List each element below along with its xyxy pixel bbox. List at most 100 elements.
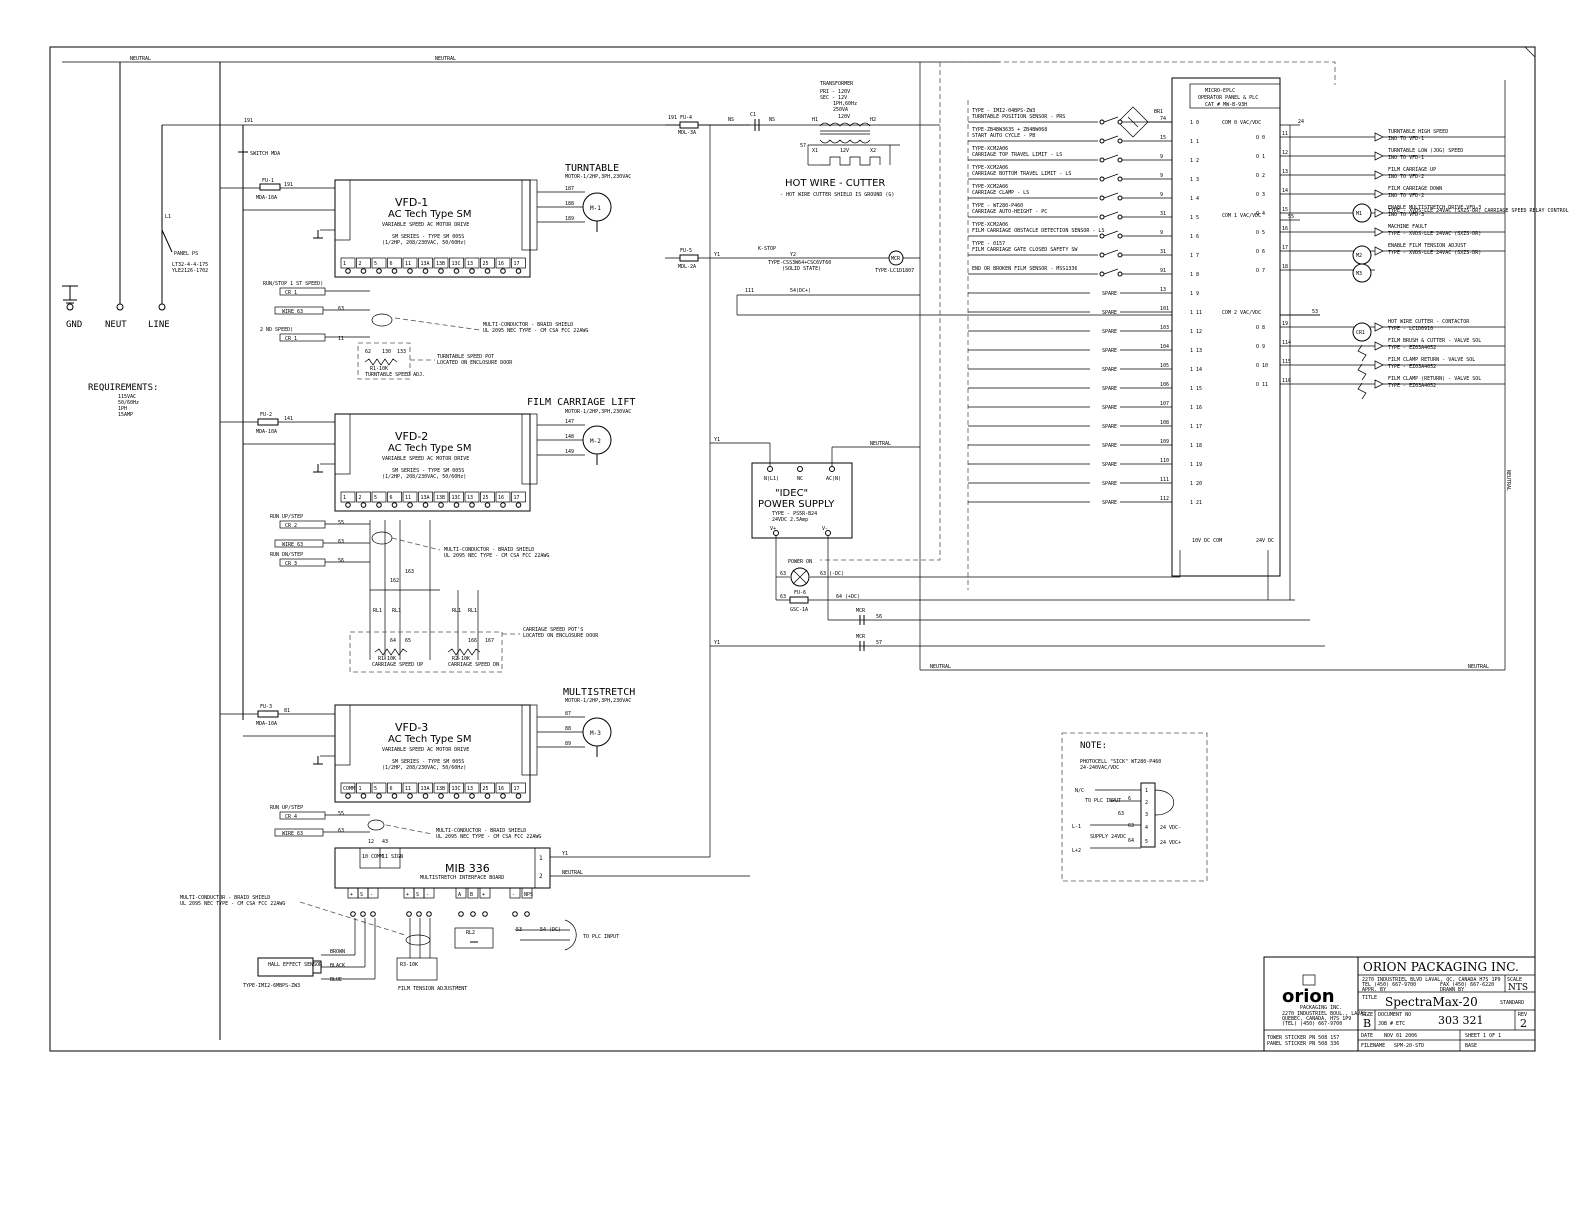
output-device-desc: MACHINE FAULT bbox=[1388, 224, 1427, 230]
terminal-screw bbox=[391, 793, 398, 799]
svg-text:63: 63 bbox=[780, 594, 786, 600]
svg-text:147: 147 bbox=[565, 419, 574, 425]
terminal-label: 1 bbox=[359, 786, 362, 792]
terminal-label: 25 bbox=[483, 495, 489, 501]
terminal-label: 13C bbox=[452, 786, 461, 792]
svg-text:PHOTOCELL "SICK" WT280-P460: PHOTOCELL "SICK" WT280-P460 bbox=[1080, 759, 1161, 765]
switch-contact-icon bbox=[1099, 119, 1105, 125]
svg-text:166: 166 bbox=[468, 638, 477, 644]
switch-arm-icon bbox=[1103, 268, 1119, 275]
svg-text:NEUTRAL: NEUTRAL bbox=[562, 870, 583, 876]
terminal-cell bbox=[433, 782, 449, 794]
input-wire-number: 110 bbox=[1160, 458, 1169, 464]
svg-text:FILM TENSION ADJUSTMENT: FILM TENSION ADJUSTMENT bbox=[398, 986, 467, 992]
mib-terminal-label: - bbox=[426, 892, 429, 898]
input-wire-number: 9 bbox=[1160, 192, 1163, 198]
svg-text:63: 63 bbox=[1118, 811, 1124, 817]
svg-text:R1-10K: R1-10K bbox=[378, 656, 396, 662]
output-device-desc: ENABLE MULTISTRETCH DRIVE VFD-3 bbox=[1388, 205, 1481, 211]
svg-text:MCR: MCR bbox=[891, 256, 901, 262]
plc-input-number: 1 7 bbox=[1190, 253, 1199, 259]
output-wire-number: 13 bbox=[1282, 169, 1288, 175]
output-wire-number: 116 bbox=[1282, 378, 1291, 384]
terminal-screw bbox=[469, 502, 475, 508]
svg-text:133: 133 bbox=[397, 349, 406, 355]
terminal-screw bbox=[469, 268, 475, 274]
svg-text:M-2: M-2 bbox=[590, 438, 601, 445]
svg-text:NOV 01 2006: NOV 01 2006 bbox=[1384, 1033, 1417, 1039]
output-coil-icon bbox=[1352, 203, 1372, 223]
svg-text:(1/2HP, 208/230VAC, 50/60Hz): (1/2HP, 208/230VAC, 50/60Hz) bbox=[382, 765, 466, 771]
plc-output-number: O 3 bbox=[1256, 192, 1265, 198]
output-coil-label: CR1 bbox=[1356, 330, 1365, 336]
svg-text:WIRE 63: WIRE 63 bbox=[282, 831, 303, 837]
mib-terminal-cell bbox=[423, 887, 435, 899]
plc-input-number: 1 6 bbox=[1190, 234, 1199, 240]
terminal-screw bbox=[345, 268, 351, 274]
plc-output-number: O 6 bbox=[1256, 249, 1265, 255]
terminal-screw bbox=[469, 793, 475, 799]
vfd1-section-title: TURNTABLE bbox=[565, 163, 619, 174]
svg-text:TYPE-IMI2-6MBPS-ZW3: TYPE-IMI2-6MBPS-ZW3 bbox=[243, 983, 300, 989]
terminal-label: 13B bbox=[436, 495, 445, 501]
svg-text:2 ND SPEED): 2 ND SPEED) bbox=[260, 327, 293, 333]
terminal-screw bbox=[376, 502, 382, 508]
spare-input-label: SPARE bbox=[1102, 443, 1117, 449]
main-power-section: SWITCH MDA 191 NEUTRAL NEUTRAL L1 PANEL … bbox=[62, 56, 1000, 1040]
svg-text:MDA-10A: MDA-10A bbox=[256, 195, 277, 201]
terminal-cell bbox=[356, 491, 371, 503]
svg-text:24-240VAC/VDC: 24-240VAC/VDC bbox=[1080, 765, 1119, 771]
input-wire-number: 91 bbox=[1160, 268, 1166, 274]
svg-text:UL 2095 NEC TYPE - CM CSA FCC: UL 2095 NEC TYPE - CM CSA FCC 22AWG bbox=[483, 328, 588, 334]
terminal-cell bbox=[511, 782, 526, 794]
terminal-label: 13A bbox=[421, 786, 430, 792]
switch-contact-icon bbox=[1117, 233, 1123, 239]
svg-text:CAT # MW-B-93H: CAT # MW-B-93H bbox=[1205, 102, 1247, 108]
terminal-cell bbox=[495, 782, 511, 794]
output-device-desc: HOT WIRE CUTTER - CONTACTOR bbox=[1388, 319, 1470, 325]
switch-contact-icon bbox=[1117, 271, 1123, 277]
svg-text:(SOLID STATE): (SOLID STATE) bbox=[782, 266, 821, 272]
transformer-icon bbox=[819, 122, 871, 144]
svg-text:TO PLC INPUT: TO PLC INPUT bbox=[583, 934, 619, 940]
output-device-type: INO TO VFD-2 bbox=[1388, 174, 1424, 180]
mib-336-block: 10 COMM 11 SIGN 12 43 MIB 336 MULTISTRET… bbox=[180, 839, 750, 992]
switch-arm-icon bbox=[1103, 135, 1119, 142]
svg-text:SUPPLY 24VDC: SUPPLY 24VDC bbox=[1090, 834, 1126, 840]
input-wire-number: 31 bbox=[1160, 249, 1166, 255]
input-wire-number: 105 bbox=[1160, 363, 1169, 369]
input-wire-number: 74 bbox=[1160, 116, 1166, 122]
mib-terminal-screw bbox=[350, 911, 356, 917]
input-device-desc: FILM CARRIAGE OBSTACLE DETECTION SENSOR … bbox=[972, 228, 1104, 234]
mib-terminal-cell bbox=[367, 887, 379, 899]
svg-text:63: 63 bbox=[1128, 823, 1134, 829]
svg-text:SM SERIES - TYPE SM 005S: SM SERIES - TYPE SM 005S bbox=[392, 468, 464, 474]
switch-arm-icon bbox=[1103, 192, 1119, 199]
terminal-cell bbox=[480, 491, 495, 503]
svg-text:Y1: Y1 bbox=[714, 437, 720, 443]
output-arrow-icon bbox=[1374, 246, 1384, 256]
terminal-screw bbox=[453, 793, 460, 799]
mib-terminal-label: - bbox=[370, 892, 373, 898]
terminal-label: 11 bbox=[405, 261, 411, 267]
terminal-screw bbox=[484, 502, 491, 508]
terminal-label: 13 bbox=[467, 495, 473, 501]
svg-text:FU-1: FU-1 bbox=[262, 178, 274, 184]
terminal-label: 5 bbox=[374, 261, 377, 267]
input-wire-number: 9 bbox=[1160, 173, 1163, 179]
output-wire-number: 114 bbox=[1282, 340, 1291, 346]
carriage-dn-pot-icon bbox=[447, 648, 481, 656]
mib-terminal-screw bbox=[406, 911, 412, 917]
output-arrow-icon bbox=[1374, 341, 1384, 351]
svg-text:141: 141 bbox=[284, 416, 293, 422]
terminal-screw bbox=[422, 268, 429, 274]
terminal-cell bbox=[511, 491, 526, 503]
svg-text:CR 3: CR 3 bbox=[285, 561, 297, 567]
output-extra-label: TYPE - XVDS-LLE 24VAC (SXZS-DR) CARRIAGE… bbox=[1388, 208, 1569, 214]
svg-text:191: 191 bbox=[244, 118, 253, 124]
svg-text:SM SERIES - TYPE SM 005S: SM SERIES - TYPE SM 005S bbox=[392, 234, 464, 240]
svg-text:1: 1 bbox=[539, 855, 543, 862]
mib-terminal-cell bbox=[467, 887, 479, 899]
vfd1-breaker-icon bbox=[259, 183, 281, 191]
